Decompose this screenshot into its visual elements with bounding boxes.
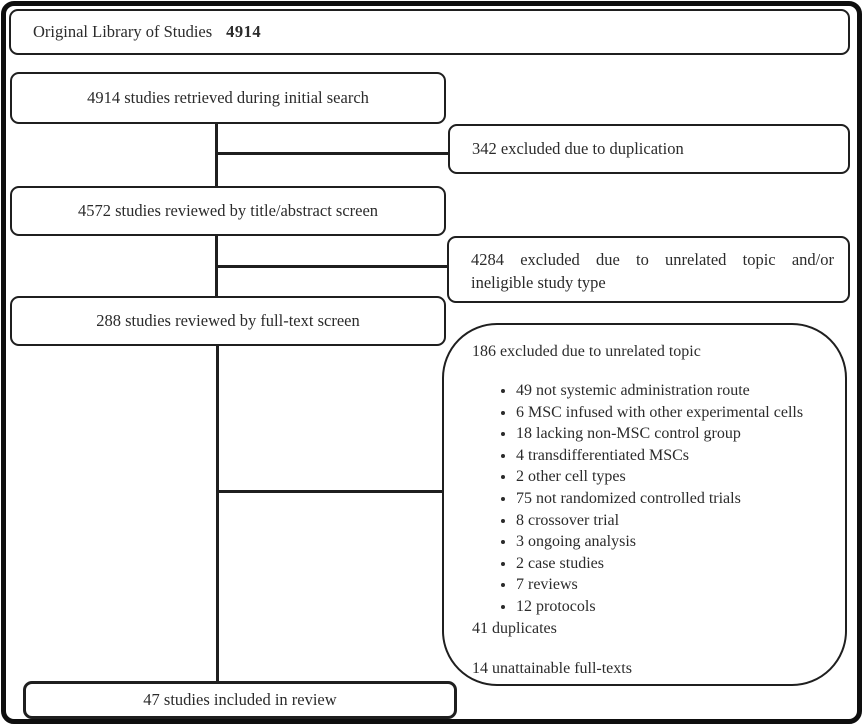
exclusion-reason-item: 3 ongoing analysis <box>516 531 829 553</box>
original-library-count: 4914 <box>226 22 262 41</box>
title-abstract-screen-box: 4572 studies reviewed by title/abstract … <box>10 186 446 236</box>
included-in-review-label: 47 studies included in review <box>143 690 337 709</box>
full-text-screen-box: 288 studies reviewed by full-text screen <box>10 296 446 346</box>
unrelated-excluded-line2: ineligible study type <box>471 273 606 292</box>
original-library-label: Original Library of Studies <box>33 22 213 41</box>
exclusion-reason-item: 6 MSC infused with other experimental ce… <box>516 402 829 424</box>
duplicates-note: 41 duplicates <box>472 619 557 637</box>
exclusion-reason-item: 49 not systemic administration route <box>516 380 829 402</box>
exclusion-reason-item: 4 transdifferentiated MSCs <box>516 445 829 467</box>
exclusion-reason-item: 2 case studies <box>516 553 829 575</box>
unrelated-excluded-line1: 4284 excluded due to unrelated topic and… <box>471 250 834 269</box>
exclusion-reason-item: 18 lacking non-MSC control group <box>516 423 829 445</box>
unrelated-topic-excluded-box: 4284 excluded due to unrelated topic and… <box>447 236 850 303</box>
connector-full-text-to-included <box>216 345 219 682</box>
initial-search-box: 4914 studies retrieved during initial se… <box>10 72 446 124</box>
connector-branch-to-detail <box>216 490 443 493</box>
duplication-excluded-box: 342 excluded due to duplication <box>448 124 850 174</box>
exclusion-reason-item: 12 protocols <box>516 596 829 618</box>
connector-branch-to-unrelated <box>215 265 448 268</box>
exclusion-reason-list: 49 not systemic administration route6 MS… <box>472 380 829 618</box>
unattainable-note: 14 unattainable full-texts <box>472 660 632 678</box>
original-library-box: Original Library of Studies 4914 <box>9 9 850 55</box>
exclusion-reason-item: 75 not randomized controlled trials <box>516 488 829 510</box>
full-text-exclusion-detail-box: 186 excluded due to unrelated topic 49 n… <box>442 323 847 686</box>
duplication-excluded-label: 342 excluded due to duplication <box>472 139 684 158</box>
initial-search-label: 4914 studies retrieved during initial se… <box>87 88 369 107</box>
full-text-screen-label: 288 studies reviewed by full-text screen <box>96 311 360 330</box>
exclusion-reason-item: 7 reviews <box>516 574 829 596</box>
included-in-review-box: 47 studies included in review <box>23 681 457 719</box>
title-abstract-screen-label: 4572 studies reviewed by title/abstract … <box>77 201 379 220</box>
exclusion-detail-header: 186 excluded due to unrelated topic <box>472 343 701 360</box>
connector-retrieved-to-title-abstract <box>215 123 218 187</box>
exclusion-reason-item: 8 crossover trial <box>516 510 829 532</box>
connector-branch-to-duplication <box>215 152 449 155</box>
exclusion-reason-item: 2 other cell types <box>516 466 829 488</box>
